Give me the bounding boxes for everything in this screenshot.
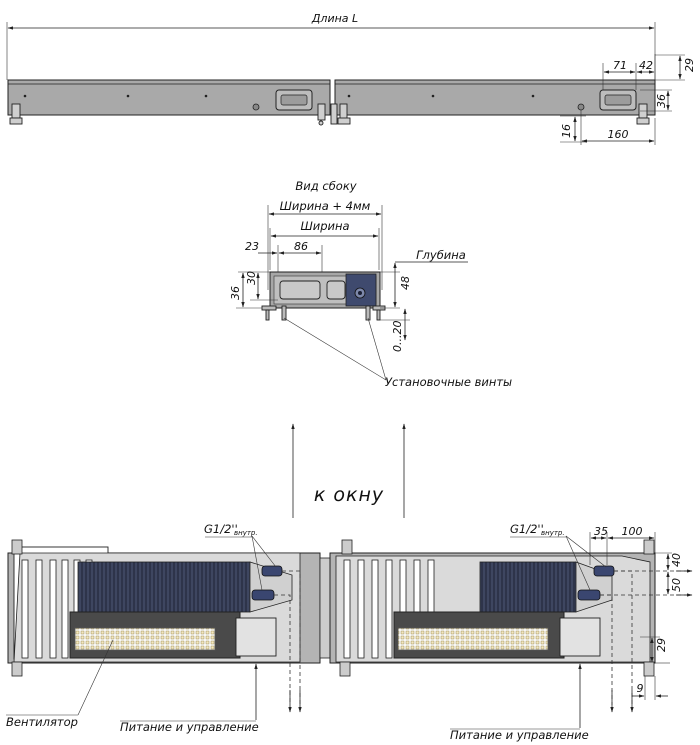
control-box-left (235, 617, 277, 657)
pipe-outlet-right (577, 589, 601, 601)
side-view-title: Вид сбоку (295, 179, 356, 193)
plan-view: G1/2'' внутр. G1/2'' внутр. 35 100 40 50… (6, 522, 693, 742)
dim-71: 71 (613, 59, 627, 72)
dim-23: 23 (245, 240, 259, 253)
dim-40: 40 (670, 553, 683, 567)
dim-42: 42 (639, 59, 653, 72)
pipe-inlet-left (261, 565, 283, 577)
top-view: Длина L 71 42 (6, 12, 696, 145)
fan-label: Вентилятор (6, 715, 78, 729)
control-box-right (559, 617, 601, 657)
dim-35: 35 (594, 525, 608, 538)
dim-0-20: 0...20 (391, 321, 404, 353)
dim-36-top: 36 (655, 94, 668, 108)
dim-160: 160 (608, 128, 629, 141)
side-view: Вид сбоку Ширина + 4мм Ширина 23 86 (229, 179, 512, 389)
thread-right: G1/2'' (510, 522, 544, 536)
dim-30: 30 (245, 271, 258, 285)
dim-16: 16 (560, 124, 573, 138)
dim-9: 9 (637, 682, 644, 695)
thread-right-sub: внутр. (541, 529, 565, 537)
width-plus-label: Ширина + 4мм (280, 199, 371, 213)
dim-100: 100 (622, 525, 643, 538)
fan-grille-left (74, 627, 216, 651)
dim-29-plan: 29 (655, 638, 668, 652)
width-label: Ширина (300, 219, 349, 233)
thread-left: G1/2'' (204, 522, 238, 536)
heat-exchanger-right (479, 561, 577, 613)
dim-86: 86 (294, 240, 308, 253)
power-label-left: Питание и управление (120, 720, 259, 734)
pipe-inlet-right (593, 565, 615, 577)
heat-exchanger-left (77, 561, 251, 613)
depth-label: Глубина (416, 248, 466, 262)
dim-36-side: 36 (229, 286, 242, 300)
pipe-outlet-left (251, 589, 275, 601)
thread-left-sub: внутр. (234, 529, 258, 537)
window-label: к окну (314, 484, 384, 506)
dim-48: 48 (399, 276, 412, 290)
dim-50: 50 (670, 578, 683, 592)
power-label-right: Питание и управление (450, 728, 589, 742)
length-label: Длина L (311, 12, 358, 25)
dim-29-top: 29 (683, 58, 696, 72)
fan-grille-right (397, 627, 549, 651)
screws-label: Установочные винты (385, 375, 512, 389)
window-direction: к окну (291, 423, 406, 518)
